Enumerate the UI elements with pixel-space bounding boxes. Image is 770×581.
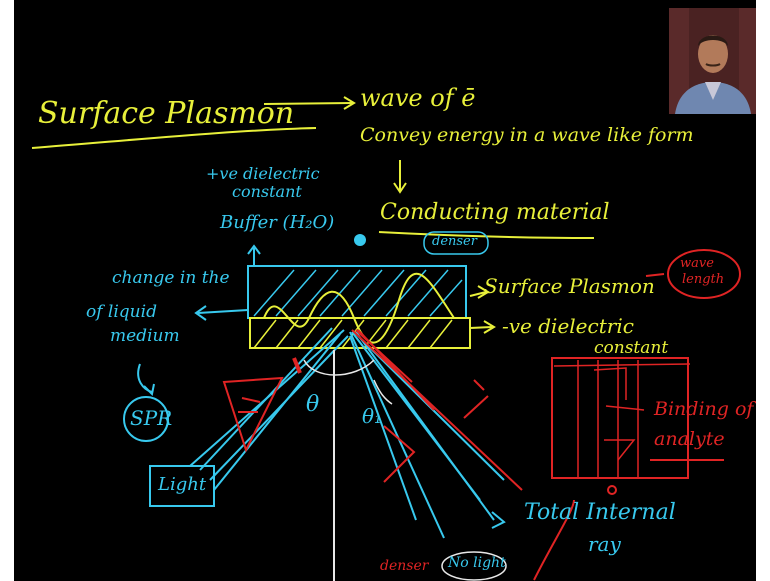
pos-dielectric-label: +ve dielectric — [206, 164, 320, 183]
instructor-webcam — [669, 8, 756, 114]
title-underline — [32, 128, 316, 148]
surface-plasmon-label: Surface Plasmon — [484, 274, 655, 298]
pos-dielectric-constant: constant — [232, 182, 302, 201]
wavelength-line1: wave — [680, 256, 714, 271]
blackboard-canvas: Surface Plasmon wave of ē Convey energy … — [14, 0, 756, 581]
theta-label: θ — [306, 392, 319, 417]
conducting-material-note: Conducting material — [380, 200, 610, 225]
neg-dielectric-label: -ve dielectric — [502, 314, 634, 338]
change-label-3: medium — [110, 326, 180, 346]
change-label-1: change in the — [112, 268, 230, 288]
analyte-dot — [354, 234, 366, 246]
denser-bottom-label: denser — [380, 558, 428, 574]
denser-label: denser — [432, 234, 477, 249]
title-surface-plasmon: Surface Plasmon — [38, 96, 294, 131]
theta1-label: θ₁ — [362, 404, 382, 428]
spr-label: SPR — [130, 406, 172, 430]
ray-label: ray — [588, 532, 621, 556]
buffer-label: Buffer (H₂O) — [220, 212, 334, 233]
no-light-label: No light — [448, 555, 506, 571]
constant-label: constant — [594, 338, 668, 358]
change-label-2: of liquid — [86, 302, 157, 322]
binding-label-1: Binding of — [654, 398, 753, 420]
presenter-figure — [669, 8, 756, 114]
light-label: Light — [158, 474, 206, 495]
wave-definition: wave of ē — [360, 84, 475, 112]
total-internal-label: Total Internal — [524, 500, 676, 525]
binding-label-2: analyte — [654, 428, 725, 450]
convey-energy-note: Convey energy in a wave like form — [360, 124, 694, 146]
wavelength-line2: length — [682, 272, 724, 287]
